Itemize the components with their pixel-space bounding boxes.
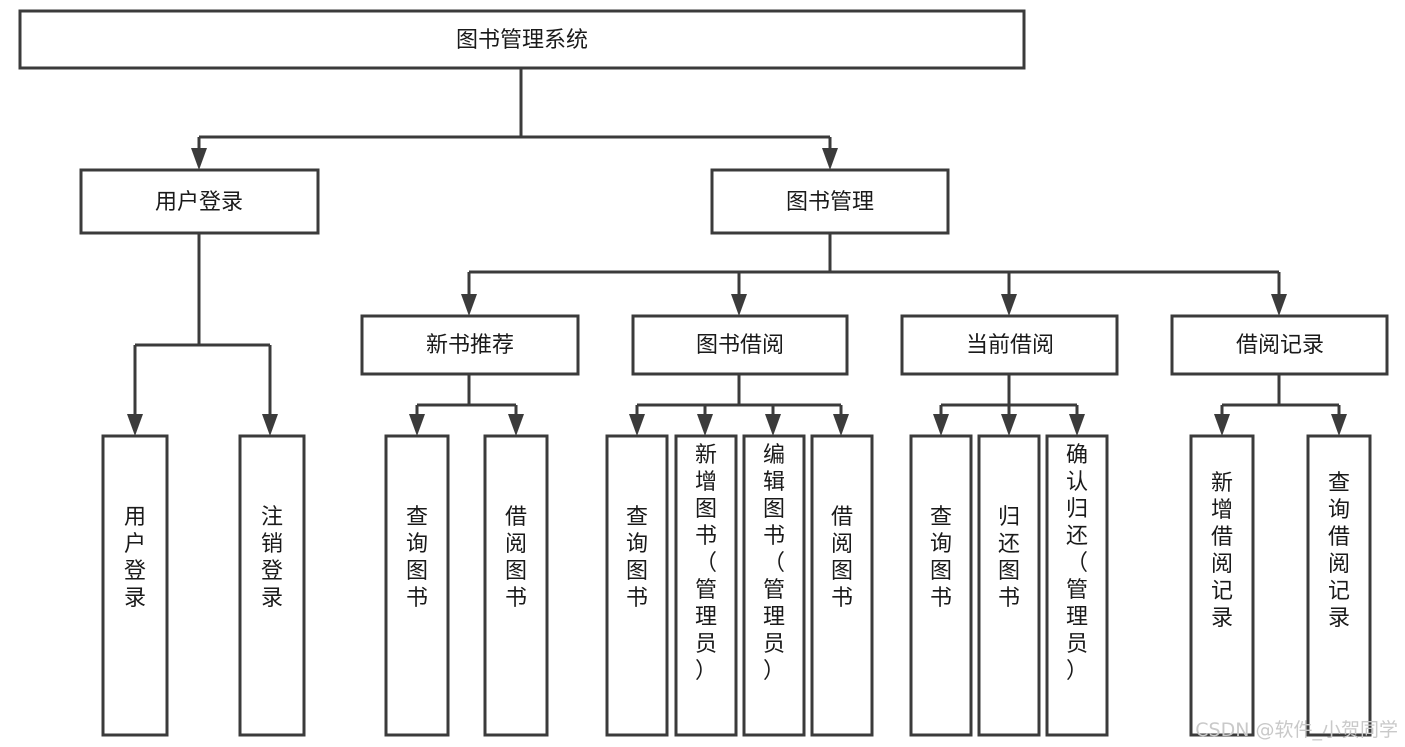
node-book-management[interactable]: 图书管理 <box>710 168 950 235</box>
leaf-records-query-record-label: 查询借阅记录 <box>1328 471 1350 631</box>
arrowhead-current-leaf2 <box>1001 414 1017 436</box>
leaf-borrow-query-books-label: 查询图书 <box>626 505 648 611</box>
leaf-borrow-borrow-books-box[interactable] <box>810 434 874 737</box>
arrowhead-bookmgmt-to-borrow <box>731 294 747 316</box>
leaf-borrow-borrow-books[interactable]: 借阅图书 <box>810 434 874 737</box>
arrowhead-bookmgmt-to-records <box>1271 294 1287 316</box>
leaf-borrow-query-books-box[interactable] <box>605 434 669 737</box>
leaf-user-login-login-box[interactable] <box>101 434 169 737</box>
leaf-borrow-query-books[interactable]: 查询图书 <box>605 434 669 737</box>
node-book-management-label: 图书管理 <box>786 190 874 215</box>
leaf-borrow-add-book-admin[interactable]: 新增图书（管理员） <box>674 434 738 737</box>
leaf-current-confirm-return-admin[interactable]: 确认归还（管理员） <box>1045 434 1109 737</box>
arrowhead-root-to-bookmgmt <box>822 148 838 170</box>
leaf-borrow-edit-book-admin-box[interactable] <box>742 434 806 737</box>
leaf-user-login-login-label: 用户登录 <box>124 505 146 611</box>
node-root-system[interactable]: 图书管理系统 <box>18 9 1026 70</box>
leaf-newbook-borrow-books[interactable]: 借阅图书 <box>483 434 549 737</box>
leaf-current-return-books-label: 归还图书 <box>998 505 1020 611</box>
arrowhead-bookmgmt-to-current <box>1001 294 1017 316</box>
connectors-layer <box>127 68 1347 436</box>
leaf-borrow-edit-book-admin-label: 编辑图书（管理员） <box>763 443 785 684</box>
arrowhead-userlogin-leaf2 <box>262 414 278 436</box>
node-new-book-recommend-box[interactable] <box>360 314 580 376</box>
node-user-login-box[interactable] <box>79 168 320 235</box>
leaf-newbook-borrow-books-box[interactable] <box>483 434 549 737</box>
leaf-newbook-query-books[interactable]: 查询图书 <box>384 434 450 737</box>
node-borrow-records-label: 借阅记录 <box>1236 333 1324 358</box>
leaf-borrow-edit-book-admin[interactable]: 编辑图书（管理员） <box>742 434 806 737</box>
node-current-borrow[interactable]: 当前借阅 <box>900 314 1119 376</box>
arrowhead-root-to-userlogin <box>191 148 207 170</box>
leaf-user-login-logout-box[interactable] <box>238 434 306 737</box>
leaf-current-return-books[interactable]: 归还图书 <box>977 434 1041 737</box>
arrowhead-records-leaf2 <box>1331 414 1347 436</box>
arrowhead-borrow-leaf2 <box>697 414 713 436</box>
arrowhead-bookmgmt-to-newbook <box>461 294 477 316</box>
leaf-newbook-query-books-box[interactable] <box>384 434 450 737</box>
node-borrow-records-box[interactable] <box>1170 314 1389 376</box>
node-book-management-box[interactable] <box>710 168 950 235</box>
node-root-system-label: 图书管理系统 <box>456 28 588 53</box>
node-user-login-label: 用户登录 <box>155 190 243 215</box>
leaf-borrow-add-book-admin-label: 新增图书（管理员） <box>695 443 717 684</box>
arrowhead-userlogin-leaf1 <box>127 414 143 436</box>
leaf-records-add-record-label: 新增借阅记录 <box>1211 471 1233 631</box>
leaf-records-add-record-box[interactable] <box>1189 434 1255 737</box>
node-book-borrow-label: 图书借阅 <box>696 333 784 358</box>
leaf-current-query-books-box[interactable] <box>909 434 973 737</box>
leaf-current-return-books-box[interactable] <box>977 434 1041 737</box>
arrowhead-current-leaf1 <box>933 414 949 436</box>
node-new-book-recommend[interactable]: 新书推荐 <box>360 314 580 376</box>
leaf-records-add-record[interactable]: 新增借阅记录 <box>1189 434 1255 737</box>
leaf-current-query-books-label: 查询图书 <box>930 505 952 611</box>
arrowhead-current-leaf3 <box>1069 414 1085 436</box>
arrowhead-borrow-leaf4 <box>833 414 849 436</box>
node-book-borrow-box[interactable] <box>631 314 849 376</box>
leaf-records-query-record[interactable]: 查询借阅记录 <box>1306 434 1372 737</box>
leaf-current-confirm-return-admin-box[interactable] <box>1045 434 1109 737</box>
node-new-book-recommend-label: 新书推荐 <box>426 333 514 358</box>
leaf-borrow-add-book-admin-box[interactable] <box>674 434 738 737</box>
arrowhead-newbook-leaf1 <box>409 414 425 436</box>
leaf-current-query-books[interactable]: 查询图书 <box>909 434 973 737</box>
leaf-borrow-borrow-books-label: 借阅图书 <box>831 505 853 611</box>
node-root-system-box[interactable] <box>18 9 1026 70</box>
csdn-watermark: CSDN @软件_小贺同学 <box>1195 719 1398 741</box>
leaf-records-query-record-box[interactable] <box>1306 434 1372 737</box>
leaf-user-login-logout-label: 注销登录 <box>261 505 283 611</box>
node-book-borrow[interactable]: 图书借阅 <box>631 314 849 376</box>
node-borrow-records[interactable]: 借阅记录 <box>1170 314 1389 376</box>
leaf-user-login-logout[interactable]: 注销登录 <box>238 434 306 737</box>
leaf-current-confirm-return-admin-label: 确认归还（管理员） <box>1066 443 1088 684</box>
node-current-borrow-box[interactable] <box>900 314 1119 376</box>
arrowhead-newbook-leaf2 <box>508 414 524 436</box>
arrowhead-borrow-leaf3 <box>765 414 781 436</box>
leaf-user-login-login[interactable]: 用户登录 <box>101 434 169 737</box>
arrowhead-records-leaf1 <box>1214 414 1230 436</box>
node-user-login[interactable]: 用户登录 <box>79 168 320 235</box>
leaf-newbook-borrow-books-label: 借阅图书 <box>505 505 527 611</box>
node-current-borrow-label: 当前借阅 <box>966 333 1054 358</box>
leaf-newbook-query-books-label: 查询图书 <box>406 505 428 611</box>
arrowhead-borrow-leaf1 <box>629 414 645 436</box>
